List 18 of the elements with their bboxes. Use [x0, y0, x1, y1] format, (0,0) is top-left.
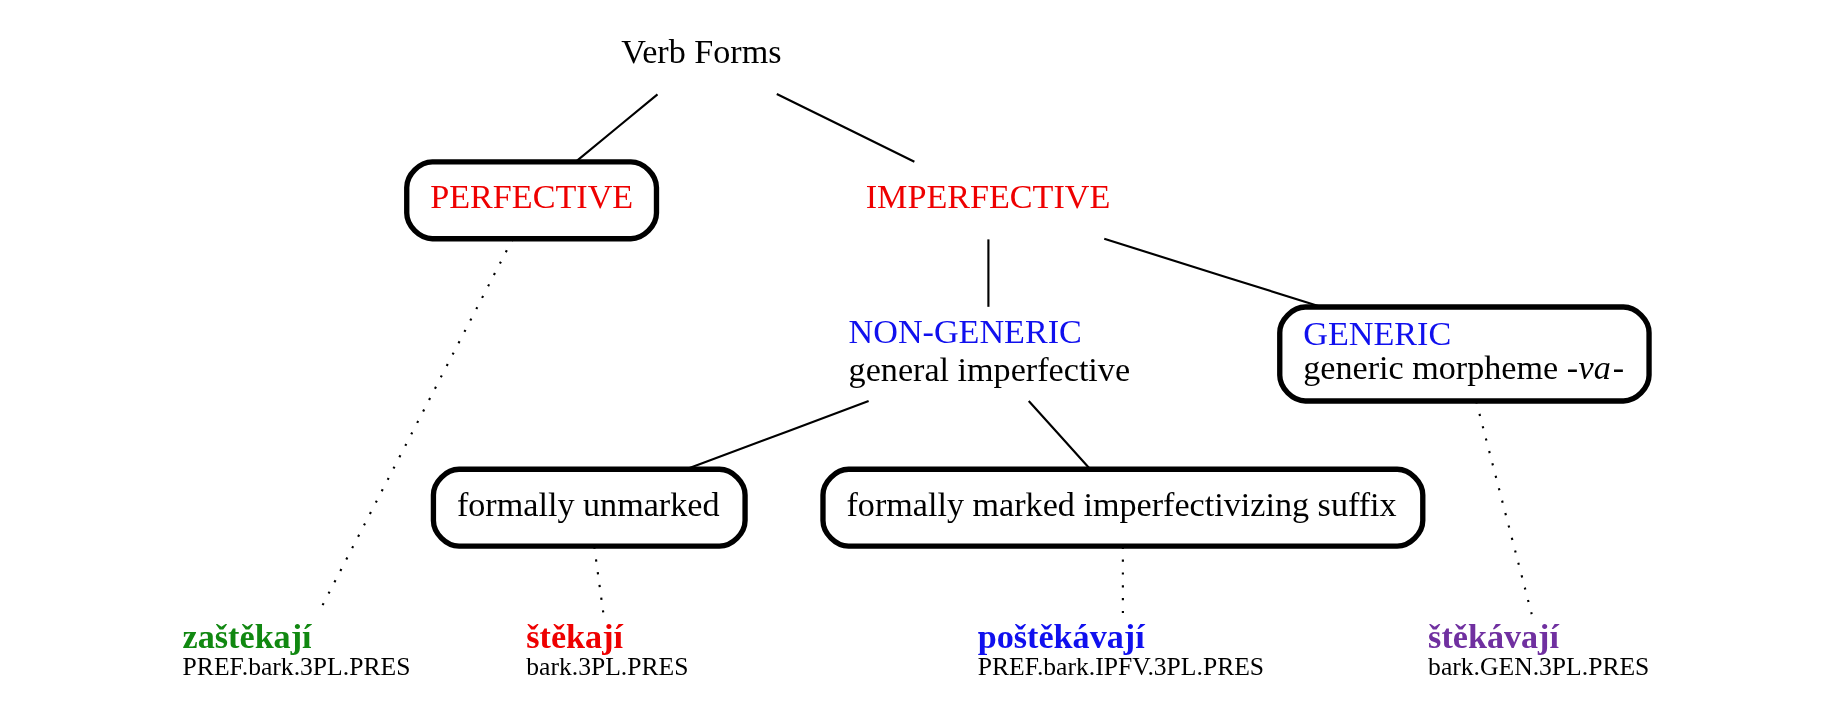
connector — [1027, 400, 1091, 470]
node-text: poštěkávají PREF.bark.IPFV.3PL.PRES — [977, 618, 1264, 682]
connector — [575, 93, 658, 163]
connector — [775, 93, 915, 163]
connector — [1474, 401, 1533, 615]
connector — [986, 239, 989, 307]
node-text: Verb Forms — [620, 33, 782, 71]
node-text: NON-GENERIC general imperfective — [848, 312, 1130, 389]
connector — [592, 546, 604, 614]
node-box: formally unmarked — [430, 466, 748, 549]
node-box: GENERIC generic morpheme -va- — [1276, 304, 1652, 404]
node-text: štěkávají bark.GEN.3PL.PRES — [1427, 618, 1649, 682]
node-box: formally marked imperfectivizing suffix — [819, 466, 1425, 549]
node-text: zaštěkají PREF.bark.3PL.PRES — [182, 618, 410, 682]
node-text: štěkají bark.3PL.PRES — [525, 618, 688, 682]
connector — [1103, 237, 1321, 308]
node-text: IMPERFECTIVE — [865, 178, 1110, 216]
node-box: PERFECTIVE — [403, 159, 659, 242]
